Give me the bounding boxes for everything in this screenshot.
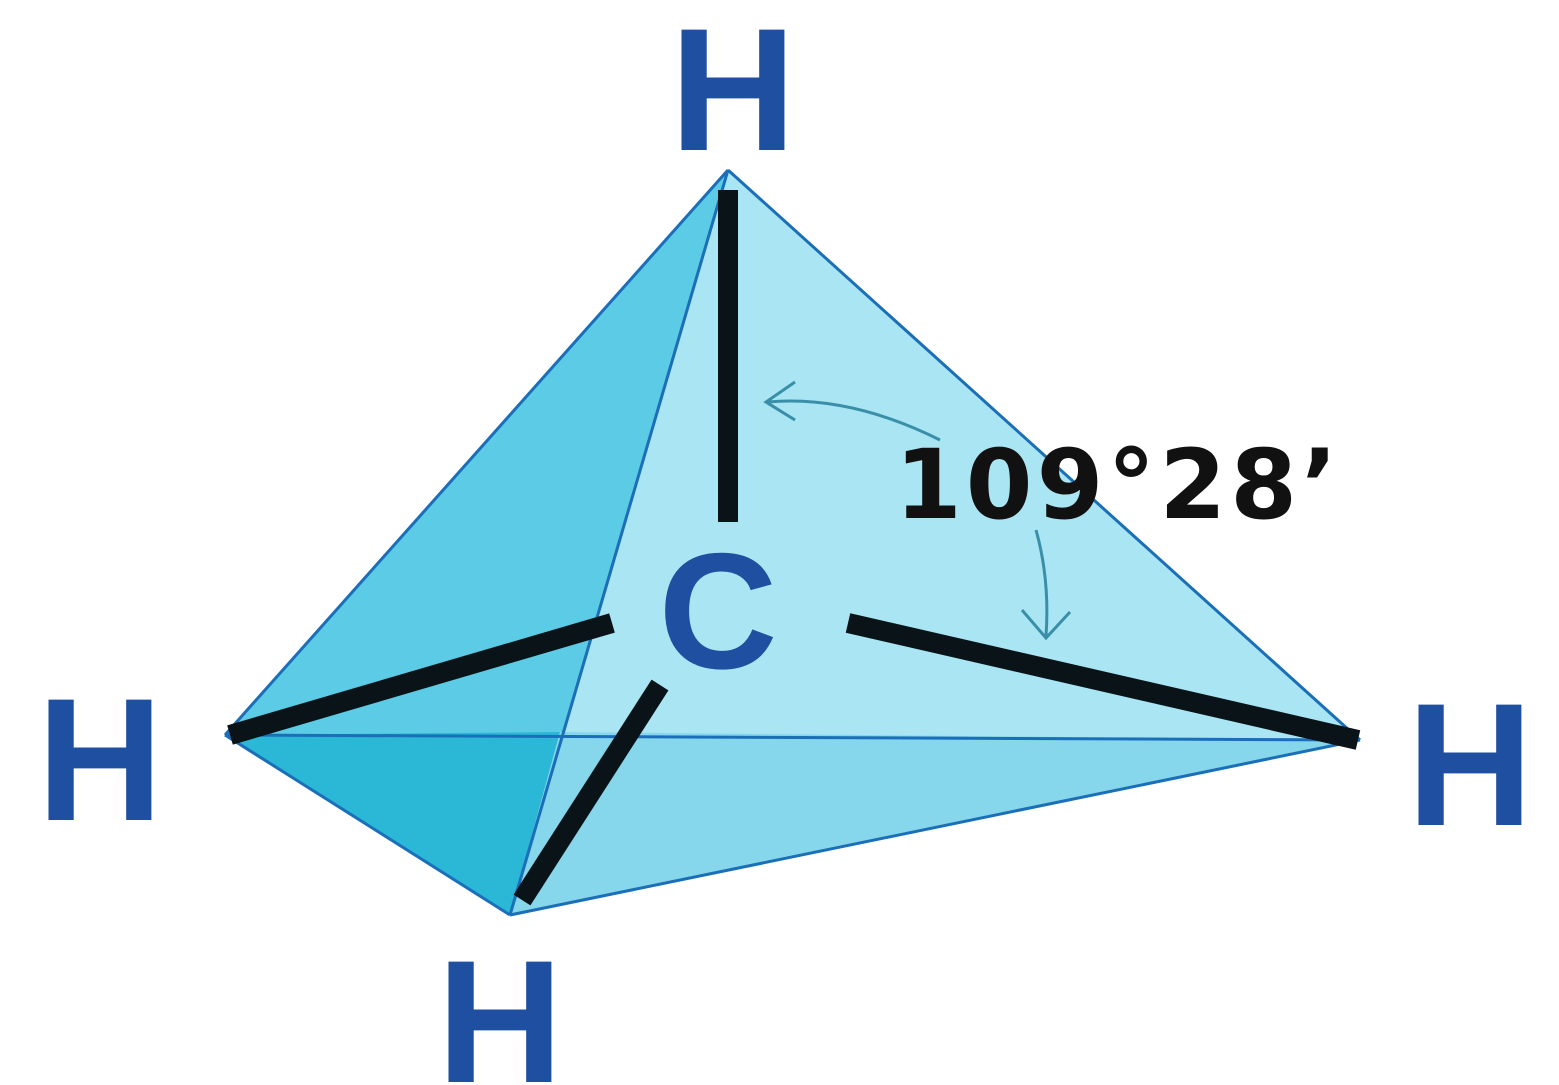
atom-h-bottom: H bbox=[437, 925, 563, 1085]
face-bottom-right bbox=[510, 732, 1360, 915]
angle-arrow-upper-head bbox=[763, 380, 796, 422]
bond-c-h-bottom bbox=[513, 679, 669, 906]
edge-top-left bbox=[223, 169, 730, 736]
tetrahedron-edges bbox=[223, 168, 1362, 917]
edge-top-right bbox=[726, 168, 1362, 742]
edge-left-bottom bbox=[224, 733, 511, 917]
bond-c-h-left bbox=[227, 613, 615, 745]
atom-c-center: C bbox=[658, 519, 777, 703]
angle-arrows bbox=[763, 380, 1072, 641]
atom-h-top: H bbox=[670, 0, 796, 188]
edge-top-bottom bbox=[508, 169, 730, 916]
bond-c-h-right bbox=[845, 613, 1361, 750]
angle-arrow-lower bbox=[1034, 529, 1049, 637]
bond-angle-label: 109°28’ bbox=[895, 429, 1341, 541]
face-left bbox=[225, 170, 728, 915]
face-bottom-left bbox=[225, 732, 560, 915]
edge-right-bottom bbox=[509, 738, 1361, 917]
atom-h-right: H bbox=[1407, 668, 1533, 863]
atom-h-left: H bbox=[37, 663, 163, 858]
edge-left-right bbox=[224, 733, 1361, 742]
angle-arrow-upper bbox=[767, 399, 941, 442]
bonds bbox=[227, 190, 1361, 906]
angle-arrow-lower-head bbox=[1020, 609, 1072, 641]
